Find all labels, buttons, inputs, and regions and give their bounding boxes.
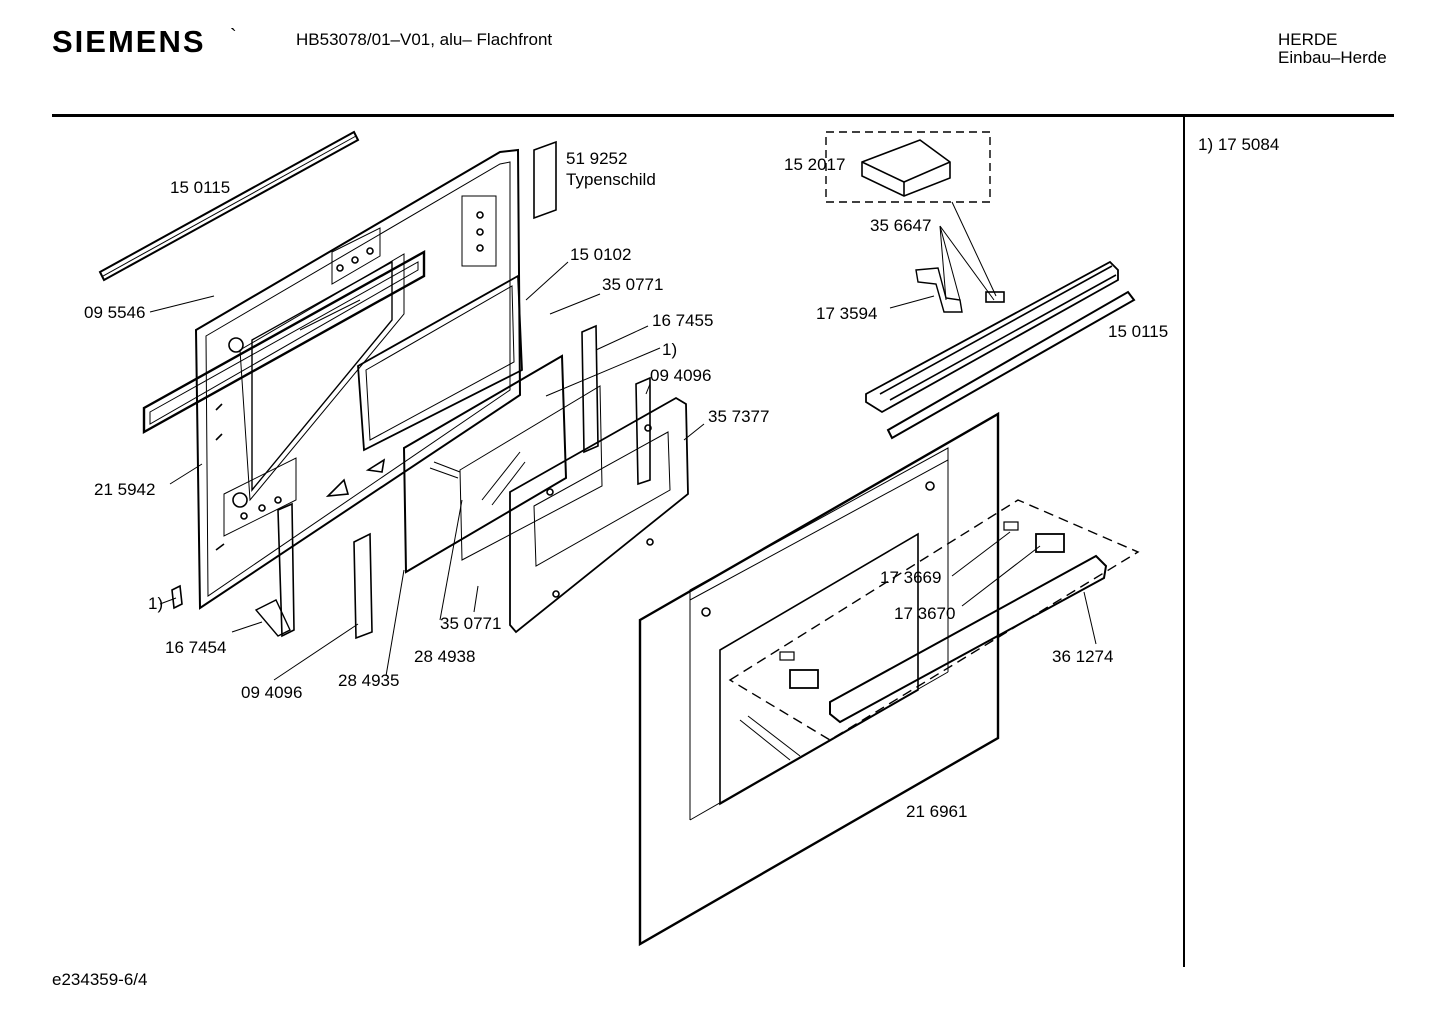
brand-mark: ` — [230, 26, 237, 48]
part-label-350771-top: 35 0771 — [602, 275, 664, 294]
part-label-150102: 15 0102 — [570, 245, 632, 264]
inner-door-frame — [509, 396, 689, 634]
part-label-167455: 16 7455 — [652, 311, 714, 330]
part-label-173594: 17 3594 — [816, 304, 878, 323]
part-label-ref1-left: 1) — [148, 594, 164, 613]
category-label: HERDE — [1278, 30, 1338, 49]
part-label-167454: 16 7454 — [165, 638, 227, 657]
handle-assembly — [728, 499, 1140, 741]
notes-divider — [1183, 117, 1185, 967]
subcategory-label: Einbau–Herde — [1278, 48, 1387, 67]
gasket-bar — [142, 249, 426, 435]
type-plate — [533, 140, 557, 220]
hinge-rail-left — [254, 502, 295, 638]
part-label-350771-bottom: 35 0771 — [440, 614, 502, 633]
part-label-357377: 35 7377 — [708, 407, 770, 426]
trim-strip-left — [98, 130, 360, 282]
part-label-150115-left: 15 0115 — [170, 178, 231, 197]
part-label-173670: 17 3670 — [894, 604, 956, 623]
hinge-support-left — [353, 532, 373, 640]
header-divider — [52, 114, 1394, 117]
brand-logo: SIEMENS — [52, 24, 206, 59]
part-label-typenschild: Typenschild — [566, 170, 656, 189]
part-label-095546: 09 5546 — [84, 303, 146, 322]
part-label-215942: 21 5942 — [94, 480, 156, 499]
inner-glass — [402, 354, 603, 574]
part-label-216961: 21 6961 — [906, 802, 968, 821]
hinge-rail-right — [581, 324, 599, 454]
part-label-284935: 28 4935 — [338, 671, 400, 690]
clip-part-1 — [171, 584, 183, 610]
leader-lines — [149, 201, 1097, 681]
glass-frame — [299, 274, 523, 452]
part-label-356647: 35 6647 — [870, 216, 932, 235]
part-label-173669: 17 3669 — [880, 568, 942, 587]
part-label-094096-bottom: 09 4096 — [241, 683, 303, 702]
part-label-094096-top: 09 4096 — [650, 366, 712, 385]
drawing-id: e234359-6/4 — [52, 970, 148, 989]
part-label-519252: 51 9252 — [566, 149, 628, 168]
part-label-150115-right: 15 0115 — [1108, 322, 1169, 341]
small-part-box — [825, 131, 991, 203]
part-label-284938: 28 4938 — [414, 647, 476, 666]
trim-strip-right — [886, 290, 1136, 440]
outer-door-panel — [638, 411, 1000, 947]
model-title: HB53078/01–V01, alu– Flachfront — [296, 30, 553, 49]
door-top-rail — [865, 260, 1119, 414]
inner-door-panel — [194, 148, 522, 610]
part-label-ref1-mid: 1) — [662, 340, 678, 359]
part-label-361274: 36 1274 — [1052, 647, 1114, 666]
footnote: 1) 17 5084 — [1198, 135, 1280, 154]
hinge-support-right — [635, 376, 651, 486]
part-label-152017: 15 2017 — [784, 155, 846, 174]
